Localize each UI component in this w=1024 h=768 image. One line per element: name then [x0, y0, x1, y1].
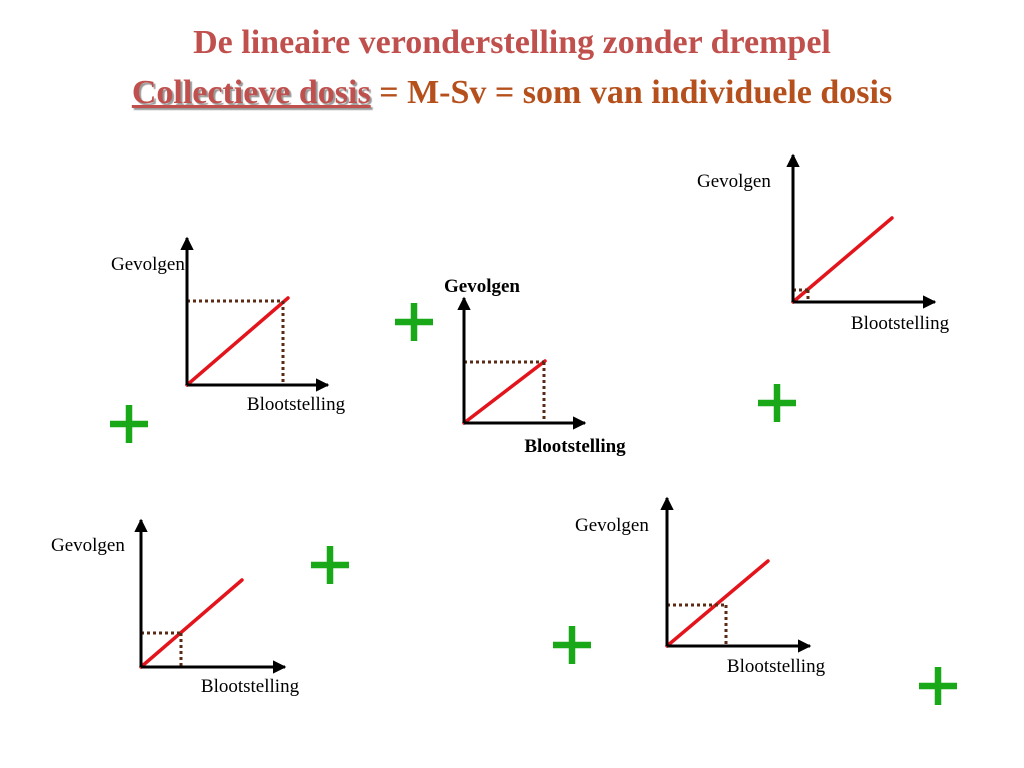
plus-icon	[395, 303, 433, 341]
plus-icon	[311, 546, 349, 584]
graph-5-x-label: Blootstelling	[727, 656, 826, 677]
graph-4-response-line	[139, 578, 244, 669]
graph-1-y-label: Gevolgen	[111, 254, 185, 275]
plus-icon	[758, 384, 796, 422]
graph-3-x-label: Blootstelling	[851, 313, 950, 334]
graph-5-y-label: Gevolgen	[575, 515, 649, 536]
plus-icon	[919, 667, 957, 705]
graph-4-x-label: Blootstelling	[201, 676, 300, 697]
graph-1-response-line	[185, 296, 290, 387]
graph-2-x-label: Blootstelling	[524, 436, 626, 457]
graph-1-x-label: Blootstelling	[247, 394, 346, 415]
collective-dose-term: Collectieve dosis	[131, 74, 371, 111]
slide-title: De lineaire veronderstelling zonder drem…	[193, 24, 831, 61]
graph-2-response-line	[462, 359, 547, 425]
graph-4-y-label: Gevolgen	[51, 535, 125, 556]
plus-icon	[553, 626, 591, 664]
plus-icon	[110, 405, 148, 443]
slide-subtitle: Collectieve dosis = M-Sv = som van indiv…	[0, 74, 1024, 112]
collective-dose-definition: = M-Sv = som van individuele dosis	[370, 74, 893, 111]
graph-2-y-label: Gevolgen	[444, 276, 520, 297]
graph-3-response-line	[791, 216, 894, 304]
graph-3-y-label: Gevolgen	[697, 171, 771, 192]
